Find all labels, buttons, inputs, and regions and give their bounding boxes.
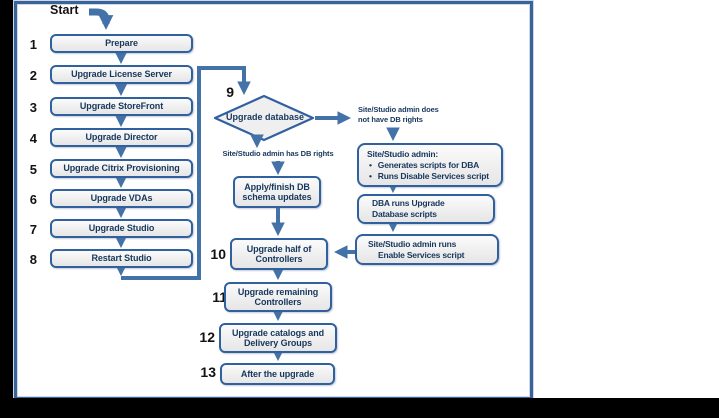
step13-line1: After the upgrade [240,368,315,379]
step11-line2: Controllers [254,297,302,307]
step11-line1: Upgrade remaining [237,286,319,297]
admin-box-bullet-1-text: Generates scripts for DBA [377,159,480,170]
loop-connector-8-to-9 [121,66,251,280]
flow-step-upgrade-half-controllers: Upgrade half of Controllers [230,238,328,270]
start-label: Start [50,3,79,17]
step10-line1: Upgrade half of [246,243,312,254]
flow-step-upgrade-license-server: Upgrade License Server [50,65,193,84]
flow-step-after-the-upgrade: After the upgrade [220,363,335,385]
bottom-black-bar [0,398,719,418]
step12-line2: Delivery Groups [243,338,313,348]
flow-step-dba-runs-scripts: DBA runs Upgrade Database scripts [357,194,495,224]
enable-box-line1: Site/Studio admin runs [368,238,457,249]
step-number-8: 8 [29,252,37,267]
step-number-13: 13 [200,364,216,380]
admin-box-title: Site/Studio admin: [367,148,439,159]
step-number-4: 4 [29,131,37,146]
flow-step-site-studio-admin-scripts: Site/Studio admin: • Generates scripts f… [357,143,503,187]
step-number-5: 5 [29,162,37,177]
flow-step-upgrade-remaining-controllers: Upgrade remaining Controllers [224,282,332,312]
flow-step-upgrade-citrix-provisioning: Upgrade Citrix Provisioning [50,159,193,178]
flow-step-apply-finish-db-schema: Apply/finish DB schema updates [233,176,321,208]
branch-label-has-db-rights: Site/Studio admin has DB rights [222,149,334,158]
step-number-2: 2 [29,68,37,83]
admin-box-bullet-2-text: Runs Disable Services script [377,170,489,181]
decision-upgrade-database-label: Upgrade database [225,112,305,122]
step12-line1: Upgrade catalogs and [231,327,325,338]
step-number-12: 12 [199,329,215,345]
step-number-1: 1 [29,37,37,52]
step-number-11: 11 [212,289,227,305]
step10-line2: Controllers [255,254,303,264]
bullet-icon: • [369,170,372,181]
admin-box-bullet-2: • Runs Disable Services script [367,171,489,182]
flow-step-upgrade-storefront: Upgrade StoreFront [50,97,193,116]
flow-step-upgrade-catalogs-delivery-groups: Upgrade catalogs and Delivery Groups [219,323,337,353]
enable-box-line2: Enable Services script [378,249,465,260]
flow-step-upgrade-director: Upgrade Director [50,128,193,147]
start-arrow [89,8,114,30]
step-number-9: 9 [226,84,234,100]
step-number-7: 7 [29,222,37,237]
branch-label-no-db-rights: Site/Studio admin does not have DB right… [358,105,439,124]
flow-step-upgrade-studio: Upgrade Studio [50,219,193,238]
flow-step-restart-studio: Restart Studio [50,249,193,268]
admin-box-bullet-1: • Generates scripts for DBA [367,160,479,171]
dba-box-line2: Database scripts [372,209,437,219]
apply-box-line1: Apply/finish DB [244,181,310,192]
step-number-6: 6 [29,192,37,207]
branch-label-no-db-rights-line1: Site/Studio admin does [358,105,439,114]
step-number-10: 10 [210,246,226,262]
bullet-icon: • [369,159,372,170]
branch-label-no-db-rights-line2: not have DB rights [358,114,423,124]
flow-step-enable-services-script: Site/Studio admin runs Enable Services s… [355,234,499,265]
step-number-3: 3 [29,100,37,115]
decision-diamond-shape [213,94,315,142]
flow-step-prepare: Prepare [50,34,193,53]
left-black-strip [0,0,14,418]
flow-step-upgrade-vdas: Upgrade VDAs [50,189,193,208]
apply-box-line2: schema updates [242,192,312,202]
dba-box-line1: DBA runs Upgrade [372,198,445,208]
